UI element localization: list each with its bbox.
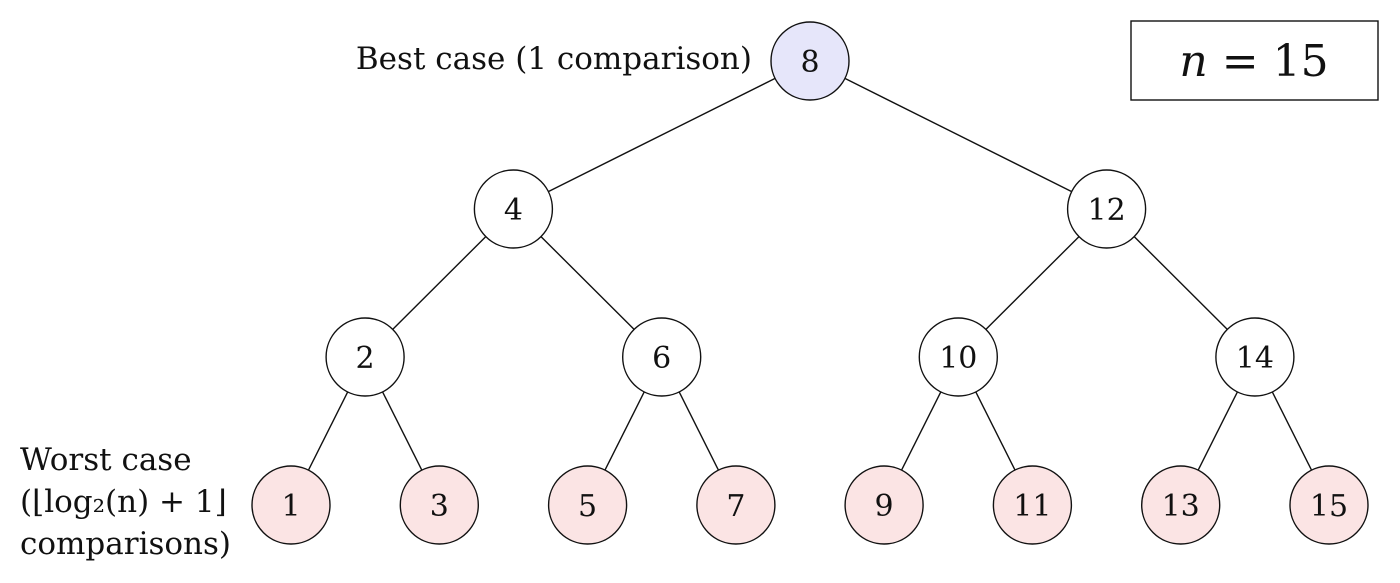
- tree-node-4: 4: [473, 169, 554, 249]
- tree-edge-8-12: [844, 77, 1073, 193]
- tree-edge-10-11: [975, 391, 1016, 471]
- tree-edge-2-3: [381, 391, 423, 471]
- n-value-label: n = 15: [1179, 36, 1328, 87]
- n-value-box: n = 15: [1130, 20, 1379, 101]
- tree-edge-14-15: [1271, 391, 1313, 471]
- tree-node-label: 12: [1088, 193, 1126, 228]
- tree-node-label: 1: [281, 489, 300, 524]
- tree-node-7: 7: [696, 465, 776, 545]
- worst-case-line-3: comparisons): [20, 526, 231, 562]
- tree-node-label: 7: [726, 489, 745, 524]
- tree-edge-12-10: [985, 236, 1080, 330]
- tree-node-10: 10: [918, 317, 998, 397]
- n-value-box-frame: [1130, 20, 1379, 101]
- tree-node-label: 5: [578, 489, 597, 524]
- tree-edge-6-5: [604, 391, 645, 471]
- tree-node-circle: [473, 169, 554, 249]
- tree-edge-12-14: [1133, 236, 1228, 330]
- tree-node-circle: [399, 465, 479, 545]
- tree-node-label: 11: [1013, 489, 1051, 524]
- tree-node-label: 8: [800, 45, 819, 80]
- tree-node-label: 3: [430, 489, 449, 524]
- tree-node-circle: [547, 465, 628, 545]
- tree-node-12: 12: [1066, 169, 1147, 249]
- tree-node-label: 15: [1310, 489, 1348, 524]
- tree-node-6: 6: [622, 317, 702, 397]
- tree-node-8: 8: [770, 21, 850, 101]
- tree-node-circle: [1289, 465, 1369, 545]
- tree-node-circle: [770, 21, 850, 101]
- tree-edge-2-1: [307, 391, 349, 471]
- tree-node-label: 6: [652, 341, 671, 376]
- tree-edge-14-13: [1197, 391, 1239, 471]
- tree-node-13: 13: [1140, 465, 1221, 545]
- tree-edge-4-6: [540, 236, 635, 330]
- tree-edge-4-2: [392, 236, 487, 330]
- best-case-annotation: Best case (1 comparison): [356, 41, 752, 77]
- tree-node-circle: [622, 317, 702, 397]
- tree-node-circle: [696, 465, 776, 545]
- worst-case-line-2: (⌊log₂(n) + 1⌋: [20, 484, 227, 520]
- tree-node-label: 10: [939, 341, 977, 376]
- n-variable: n: [1179, 36, 1207, 87]
- tree-node-1: 1: [251, 465, 331, 545]
- tree-node-15: 15: [1289, 465, 1369, 545]
- tree-edges: [307, 77, 1313, 471]
- tree-node-label: 4: [504, 193, 523, 228]
- worst-case-annotation: Worst case (⌊log₂(n) + 1⌋ comparisons): [20, 442, 231, 562]
- tree-node-circle: [918, 317, 998, 397]
- tree-node-label: 13: [1162, 489, 1200, 524]
- tree-node-11: 11: [992, 465, 1073, 545]
- tree-edge-6-7: [678, 391, 720, 471]
- worst-case-line-1: Worst case: [20, 442, 192, 478]
- tree-node-circle: [1140, 465, 1221, 545]
- tree-edge-10-9: [900, 391, 942, 471]
- tree-node-circle: [251, 465, 331, 545]
- tree-edge-8-4: [547, 77, 776, 193]
- tree-node-label: 9: [875, 489, 894, 524]
- tree-node-circle: [1066, 169, 1147, 249]
- tree-node-3: 3: [399, 465, 479, 545]
- tree-node-label: 14: [1236, 341, 1274, 376]
- tree-node-14: 14: [1215, 317, 1295, 397]
- tree-node-circle: [992, 465, 1073, 545]
- tree-node-9: 9: [844, 465, 924, 545]
- tree-node-circle: [325, 317, 405, 397]
- tree-node-5: 5: [547, 465, 628, 545]
- tree-node-circle: [844, 465, 924, 545]
- n-equals-value: = 15: [1208, 36, 1329, 87]
- tree-node-label: 2: [356, 341, 375, 376]
- tree-node-2: 2: [325, 317, 405, 397]
- tree-node-circle: [1215, 317, 1295, 397]
